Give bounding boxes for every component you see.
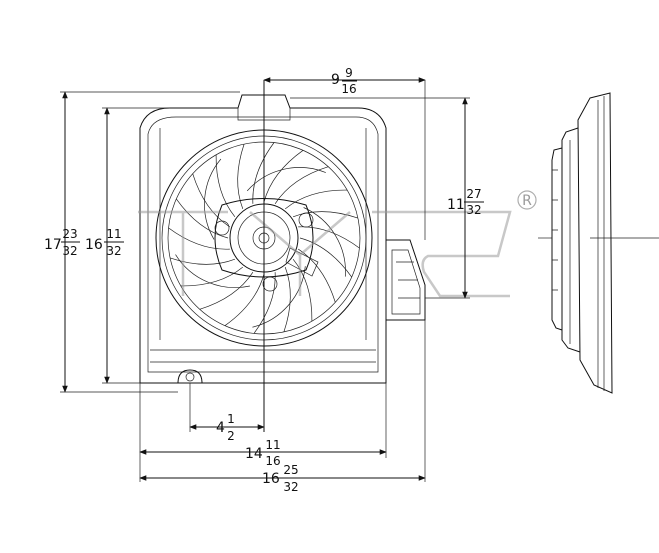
blade-swirl <box>252 266 306 328</box>
dim-outer-height-whole: 17 <box>44 237 62 253</box>
dim-shroud-width: 14 11 16 <box>139 383 387 482</box>
fan-blade <box>169 257 236 265</box>
fan-blade <box>215 154 236 218</box>
dim-top-width-num: 9 <box>345 66 353 80</box>
fan-blade <box>299 237 352 278</box>
blade-swirl <box>204 158 222 240</box>
dim-inner-height-whole: 16 <box>85 237 103 253</box>
dim-outer-height-num: 23 <box>62 227 77 241</box>
dim-shroud-width-den: 16 <box>265 454 280 468</box>
motor-hub <box>214 198 319 292</box>
dim-inner-height-den: 32 <box>106 244 121 258</box>
fan-blade <box>199 272 254 310</box>
dim-outer-height-den: 32 <box>62 244 77 258</box>
dim-overall-width-num: 25 <box>283 463 298 477</box>
fan-blade <box>180 266 244 287</box>
dim-outer-height: 17 23 32 <box>44 91 240 393</box>
fan-blade <box>283 266 291 333</box>
dim-offset-den: 2 <box>227 429 235 443</box>
blade-swirl <box>303 207 346 277</box>
fan-blade <box>192 173 230 228</box>
dim-shroud-width-num: 11 <box>265 438 280 452</box>
blade-swirl <box>246 167 326 192</box>
dim-overall-width: 16 25 32 <box>139 320 426 494</box>
dim-right-height-whole: 11 <box>447 197 465 213</box>
dim-right-height: 11 27 32 <box>290 97 484 299</box>
blade-swirl <box>175 254 250 288</box>
fan-blade <box>284 189 348 210</box>
registered-mark: R <box>522 193 532 209</box>
fan-blade <box>168 227 230 250</box>
fan-blades <box>168 142 360 334</box>
dim-inner-height-num: 11 <box>106 227 121 241</box>
dim-offset: 4 1 2 <box>189 383 265 443</box>
dim-offset-whole: 4 <box>216 420 225 436</box>
dim-right-height-den: 32 <box>466 203 481 217</box>
motor-connector <box>386 239 426 321</box>
fan-blade <box>237 143 245 210</box>
fan-blade <box>292 211 359 219</box>
fan-blade <box>263 150 304 203</box>
dim-top-width-den: 16 <box>341 82 356 96</box>
fan-blade <box>274 166 329 204</box>
fan-blade <box>292 258 313 322</box>
dim-right-height-num: 27 <box>466 187 481 201</box>
dim-shroud-width-whole: 14 <box>245 446 263 462</box>
dim-top-width-whole: 9 <box>331 72 340 88</box>
fan-blade <box>224 273 265 326</box>
dim-overall-width-den: 32 <box>283 480 298 494</box>
dim-top-width: 9 9 16 <box>263 66 426 240</box>
registered-mark-icon <box>517 190 537 210</box>
fan-blade <box>252 142 275 204</box>
fan-blade <box>176 198 229 239</box>
dim-inner-height: 16 11 32 <box>85 107 170 384</box>
dim-offset-num: 1 <box>227 412 235 426</box>
fan-blade <box>253 272 276 334</box>
dim-overall-width-whole: 16 <box>262 471 280 487</box>
side-view <box>538 92 659 394</box>
